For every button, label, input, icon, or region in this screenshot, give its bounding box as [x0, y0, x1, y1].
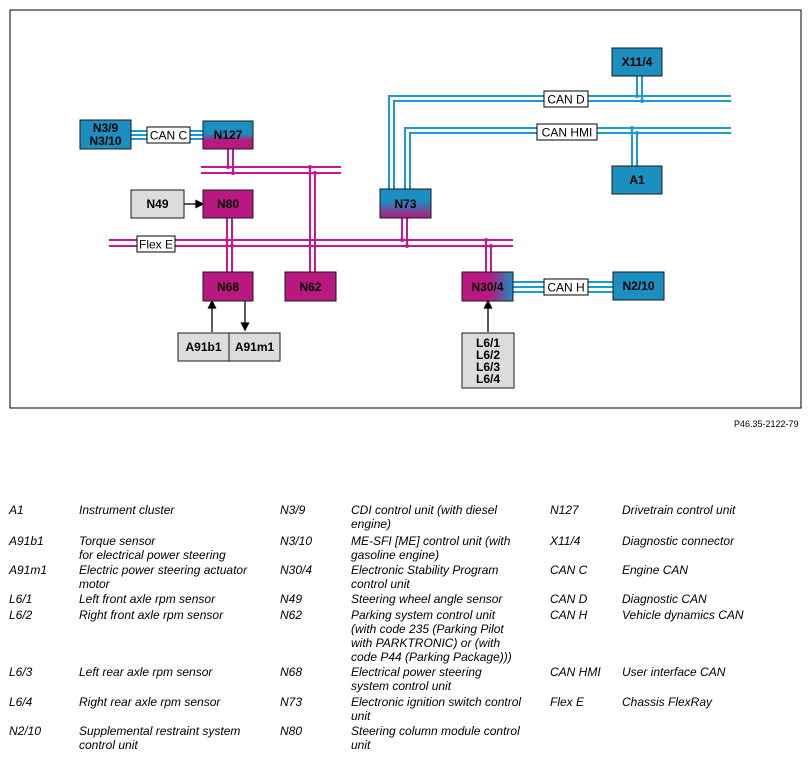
- legend-code: Flex E: [550, 695, 585, 709]
- junction-dots: [225, 94, 644, 248]
- actuator-a91m1: A91m1: [228, 332, 281, 362]
- module-x11-4: X11/4: [611, 47, 663, 77]
- bus-label-can-d: CAN D: [543, 90, 589, 108]
- flexray-upper-bus: [201, 149, 341, 272]
- legend-description: Parking system control unit(with code 23…: [351, 608, 512, 664]
- legend-code: N73: [280, 695, 303, 709]
- module-n3-9-n3-10: N3/9 N3/10: [79, 119, 132, 150]
- svg-text:N30/4: N30/4: [471, 280, 503, 294]
- svg-text:CAN D: CAN D: [547, 93, 585, 107]
- legend-code: A91m1: [9, 563, 48, 577]
- svg-text:N2/10: N2/10: [622, 279, 654, 293]
- legend-code: CAN C: [550, 563, 588, 577]
- svg-text:N68: N68: [217, 280, 239, 294]
- network-diagram: CAN C CAN D CAN HMI CAN H Flex E N3/9 N3…: [9, 9, 802, 409]
- legend-code: N68: [280, 665, 303, 679]
- legend-code: CAN D: [550, 592, 588, 606]
- diagram-frame: [9, 9, 802, 409]
- figure-reference: P46.35-2122-79: [734, 419, 799, 429]
- legend-description: Left rear axle rpm sensor: [79, 665, 213, 679]
- svg-text:N3/9: N3/9: [93, 121, 119, 135]
- legend-description: Chassis FlexRay: [622, 695, 713, 709]
- svg-text:A91b1: A91b1: [185, 340, 221, 354]
- legend-code: L6/3: [9, 665, 33, 679]
- svg-text:N49: N49: [146, 197, 168, 211]
- legend-code: L6/2: [9, 608, 33, 622]
- legend-description: Drivetrain control unit: [622, 503, 736, 517]
- svg-text:N80: N80: [217, 197, 239, 211]
- svg-text:L6/1: L6/1: [476, 336, 500, 350]
- legend-code: N30/4: [280, 563, 313, 577]
- legend-code: N49: [280, 592, 303, 606]
- svg-text:CAN HMI: CAN HMI: [542, 126, 593, 140]
- legend-description: Instrument cluster: [79, 503, 175, 517]
- svg-text:CAN H: CAN H: [547, 281, 584, 295]
- svg-text:Flex E: Flex E: [139, 238, 173, 252]
- legend-code: N2/10: [9, 724, 42, 738]
- module-n2-10: N2/10: [612, 271, 665, 301]
- legend-code: X11/4: [550, 534, 581, 548]
- sensor-a91b1: A91b1: [177, 332, 230, 362]
- legend-description: Engine CAN: [622, 563, 689, 577]
- svg-text:CAN C: CAN C: [150, 129, 188, 143]
- svg-text:L6/4: L6/4: [476, 372, 500, 386]
- legend-code: N3/9: [280, 503, 306, 517]
- svg-text:N127: N127: [214, 128, 243, 142]
- module-n73: N73: [379, 188, 432, 219]
- legend-code: A91b1: [9, 534, 44, 548]
- signal-arrows: [184, 199, 493, 332]
- legend-description: Diagnostic CAN: [622, 592, 707, 606]
- legend-code: CAN HMI: [550, 665, 601, 679]
- bus-label-can-h: CAN H: [543, 278, 589, 296]
- sensors-l6: L6/1 L6/2 L6/3 L6/4: [461, 332, 515, 389]
- legend-code: L6/4: [9, 695, 33, 709]
- can-d-bus: [388, 76, 731, 189]
- legend-description: Vehicle dynamics CAN: [622, 608, 744, 622]
- legend-code: N3/10: [280, 534, 313, 548]
- legend-code: A1: [9, 503, 24, 517]
- legend-code: N127: [550, 503, 579, 517]
- module-n49: N49: [130, 189, 185, 219]
- legend-description: Diagnostic connector: [622, 534, 735, 548]
- legend-description: Right front axle rpm sensor: [79, 608, 224, 622]
- module-a1: A1: [611, 165, 663, 195]
- module-n30-4: N30/4: [461, 271, 514, 302]
- module-n68: N68: [202, 271, 254, 302]
- module-n80: N80: [202, 189, 254, 219]
- legend-code: L6/1: [9, 592, 33, 606]
- svg-text:L6/2: L6/2: [476, 348, 500, 362]
- legend-code: CAN H: [550, 608, 588, 622]
- svg-text:A1: A1: [629, 173, 645, 187]
- svg-text:N3/10: N3/10: [89, 134, 121, 148]
- legend-code: N80: [280, 724, 303, 738]
- svg-text:X11/4: X11/4: [622, 55, 653, 69]
- svg-text:A91m1: A91m1: [235, 340, 275, 354]
- svg-text:N73: N73: [394, 197, 416, 211]
- svg-text:L6/3: L6/3: [476, 360, 500, 374]
- legend-description: User interface CAN: [622, 665, 726, 679]
- svg-text:N62: N62: [299, 280, 321, 294]
- bus-label-can-c: CAN C: [146, 126, 191, 144]
- legend-code: N62: [280, 608, 303, 622]
- legend-description: Steering wheel angle sensor: [351, 592, 503, 606]
- module-n62: N62: [284, 271, 337, 302]
- bus-label-flex-e: Flex E: [136, 235, 176, 253]
- legend-description: Right rear axle rpm sensor: [79, 695, 221, 709]
- module-n127: N127: [202, 120, 254, 150]
- bus-label-can-hmi: CAN HMI: [536, 123, 598, 141]
- can-hmi-bus: [404, 127, 731, 189]
- legend-description: Left front axle rpm sensor: [79, 592, 216, 606]
